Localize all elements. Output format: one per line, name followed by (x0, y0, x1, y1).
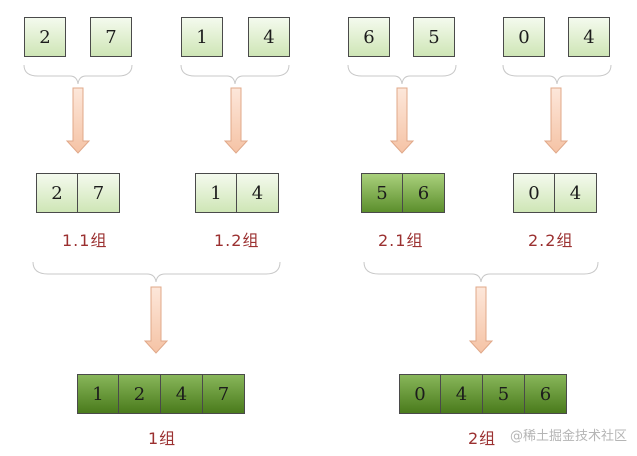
pair-label: 1.1组 (62, 231, 108, 250)
brace (347, 64, 457, 85)
brace (363, 261, 599, 283)
brace (502, 64, 612, 85)
input-cell: 7 (90, 17, 132, 57)
group-cell: 5 (483, 374, 525, 414)
input-cell: 0 (503, 17, 545, 57)
pair-cell: 5 (361, 173, 403, 213)
input-cell: 5 (413, 17, 455, 57)
pair-cell: 4 (555, 173, 597, 213)
pair-label: 1.2组 (214, 231, 260, 250)
down-arrow-icon (223, 87, 249, 154)
group-label: 1组 (148, 429, 177, 448)
brace (32, 261, 281, 283)
input-cell: 2 (24, 17, 66, 57)
pair-cell: 1 (195, 173, 237, 213)
group-cell: 0 (399, 374, 441, 414)
group-cell: 4 (441, 374, 483, 414)
group-box: 0 4 5 6 (399, 374, 567, 414)
input-cell: 4 (568, 17, 610, 57)
pair-label: 2.1组 (378, 231, 424, 250)
input-cell: 4 (248, 17, 290, 57)
pair-cell: 2 (36, 173, 78, 213)
down-arrow-icon (389, 87, 415, 154)
brace (180, 64, 290, 85)
group-cell: 2 (119, 374, 161, 414)
pair-box: 0 4 (513, 173, 597, 213)
input-cell-wrap: 7 (90, 17, 132, 57)
watermark-text: @稀土掘金技术社区 (509, 429, 627, 444)
group-cell: 1 (77, 374, 119, 414)
down-arrow-icon (468, 286, 494, 354)
down-arrow-icon (65, 87, 91, 154)
input-cell-wrap: 2 (24, 17, 66, 57)
group-label: 2组 (468, 429, 497, 448)
group-cell: 6 (525, 374, 567, 414)
pair-box: 2 7 (36, 173, 120, 213)
pair-cell: 4 (237, 173, 279, 213)
input-cell: 1 (181, 17, 223, 57)
group-cell: 7 (203, 374, 245, 414)
pair-cell: 7 (78, 173, 120, 213)
group-box: 1 2 4 7 (77, 374, 245, 414)
input-cell-wrap: 4 (568, 17, 610, 57)
group-cell: 4 (161, 374, 203, 414)
down-arrow-icon (143, 286, 169, 354)
down-arrow-icon (543, 87, 569, 154)
input-cell-wrap: 1 (181, 17, 223, 57)
braces (23, 64, 612, 283)
pair-box: 5 6 (361, 173, 445, 213)
input-cell-wrap: 4 (248, 17, 290, 57)
input-cell-wrap: 5 (413, 17, 455, 57)
input-cell-wrap: 6 (348, 17, 390, 57)
pair-cell: 6 (403, 173, 445, 213)
input-cell-wrap: 0 (503, 17, 545, 57)
input-cell: 6 (348, 17, 390, 57)
pair-box: 1 4 (195, 173, 279, 213)
pair-label: 2.2组 (528, 231, 574, 250)
brace (23, 64, 133, 85)
pair-cell: 0 (513, 173, 555, 213)
arrows (65, 87, 569, 354)
